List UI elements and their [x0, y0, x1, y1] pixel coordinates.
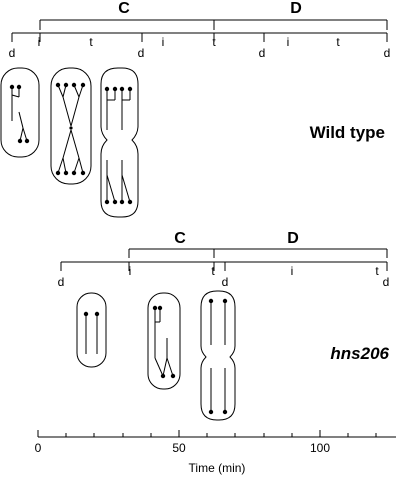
wild-type-cell-2 — [50, 67, 92, 185]
hns-event-4: d — [222, 275, 229, 289]
hns206-cell-1 — [76, 292, 107, 368]
hns-event-6: t — [375, 264, 379, 278]
axis-tick-0: 0 — [35, 441, 42, 455]
hns206-d-label: D — [287, 230, 299, 247]
wt-event-4: d — [138, 46, 145, 60]
hns206-c-label: C — [174, 230, 186, 247]
hns-event-2: i — [129, 264, 132, 278]
wt-event-3: t — [89, 35, 93, 49]
axis-tick-100: 100 — [310, 441, 330, 455]
hns206-phase-bracket — [128, 248, 388, 258]
wild-type-cell-1 — [0, 67, 40, 158]
wild-type-cell-3 — [100, 67, 139, 218]
wild-type-phase-bracket — [39, 19, 388, 30]
wt-event-7: d — [259, 46, 266, 60]
wild-type-label: Wild type — [310, 123, 385, 142]
wt-event-1: d — [9, 46, 16, 60]
axis-title: Time (min) — [189, 461, 246, 475]
hns206-cell-2 — [147, 292, 181, 390]
wild-type-timeline — [11, 32, 388, 42]
time-axis: 0 50 100 Time (min) — [35, 430, 396, 475]
axis-tick-50: 50 — [172, 441, 186, 455]
wild-type-panel: C D d i t d i t d i t d — [0, 0, 391, 218]
hns-event-1: d — [58, 275, 65, 289]
wt-event-5: i — [162, 35, 165, 49]
wt-event-8: i — [287, 35, 290, 49]
wild-type-d-label: D — [290, 0, 302, 17]
hns206-timeline — [60, 261, 388, 271]
hns-event-3: t — [211, 264, 215, 278]
wt-event-6: t — [212, 35, 216, 49]
hns206-cell-3 — [200, 290, 236, 421]
hns-event-7: d — [383, 275, 390, 289]
wt-event-10: d — [384, 46, 391, 60]
wt-event-2: i — [38, 35, 41, 49]
hns-event-5: i — [291, 264, 294, 278]
hns206-label: hns206 — [330, 344, 389, 363]
wt-event-9: t — [336, 35, 340, 49]
hns206-panel: C D d i t d i t d — [58, 230, 390, 421]
wild-type-c-label: C — [118, 0, 130, 17]
